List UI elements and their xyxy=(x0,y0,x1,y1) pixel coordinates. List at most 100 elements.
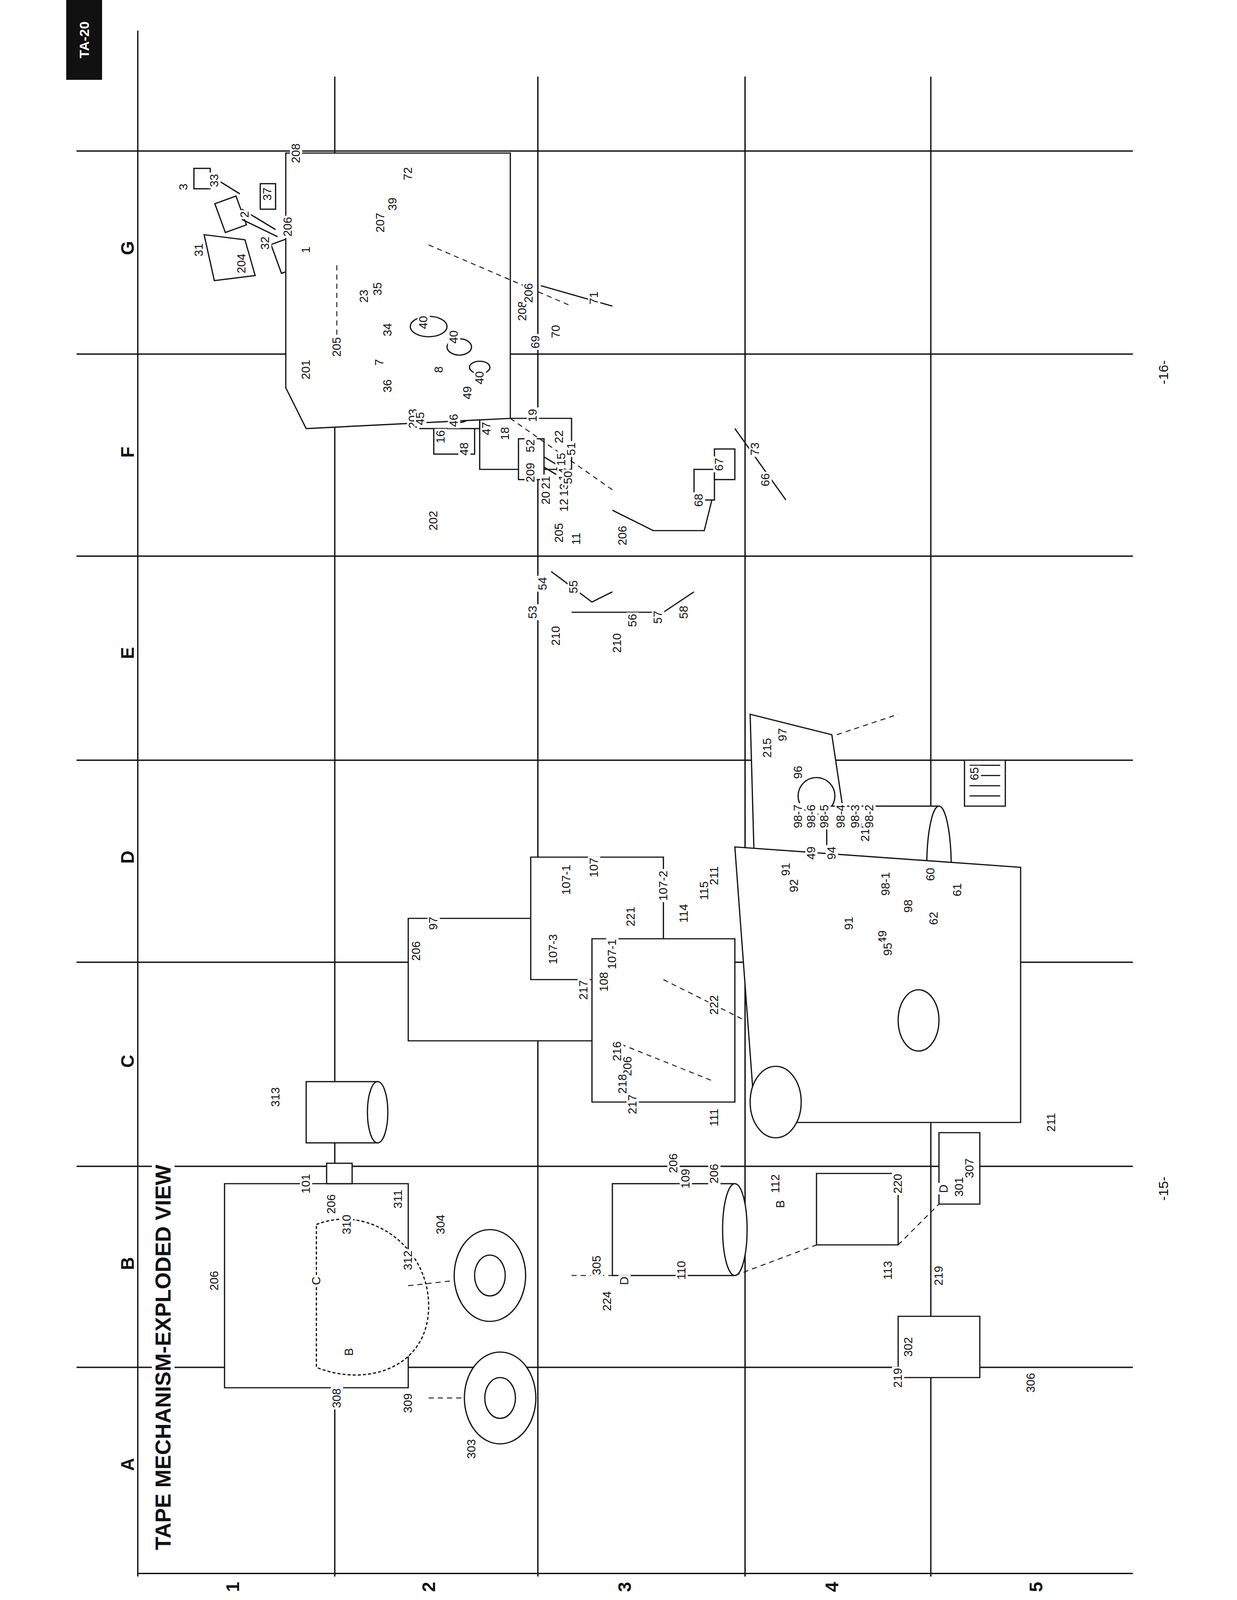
callout-number: 217 xyxy=(626,1093,639,1116)
title: TAPE MECHANISM-EXPLODED VIEW xyxy=(151,1163,175,1552)
callout-number: 8 xyxy=(432,364,445,374)
callout-number: 23 xyxy=(358,288,371,304)
callout-number: 1 xyxy=(299,245,313,255)
callout-number: 309 xyxy=(401,1392,415,1415)
callout-number: 107-3 xyxy=(547,932,560,966)
callout-number: 39 xyxy=(386,196,400,213)
callout-number: 305 xyxy=(591,1254,604,1277)
callout-number: 221 xyxy=(624,905,637,928)
callout-number: 12 xyxy=(558,497,571,514)
grid-reference: 5 xyxy=(1026,1580,1046,1594)
callout-number: 18 xyxy=(498,425,512,442)
callout-number: 11 xyxy=(570,531,583,547)
callout-number: 109 xyxy=(679,1167,692,1190)
callout-number: 20 xyxy=(539,490,553,507)
callout-number: 113 xyxy=(881,1260,895,1282)
callout-number: 54 xyxy=(536,576,549,592)
grid-reference: D xyxy=(117,849,137,866)
callout-number: 19 xyxy=(526,407,539,424)
callout-number: D xyxy=(938,1183,951,1195)
callout-number: 51 xyxy=(565,441,578,458)
callout-number: 202 xyxy=(427,509,441,532)
callout-number: 61 xyxy=(951,882,964,899)
tab-text: TA-20 xyxy=(77,21,92,59)
callout-number: 7 xyxy=(373,357,386,367)
callout-number: 91 xyxy=(779,861,793,878)
callout-number: 46 xyxy=(448,412,461,429)
callout-number: 97 xyxy=(776,727,789,744)
grid-reference: G xyxy=(117,239,137,257)
callout-number: 98-5 xyxy=(818,803,831,830)
callout-number: 98-3 xyxy=(849,803,862,830)
callout-number: 70 xyxy=(550,323,563,340)
callout-number: 114 xyxy=(677,902,690,925)
callout-number: 49 xyxy=(461,385,474,401)
callout-number: 73 xyxy=(748,441,762,458)
callout-number: 98 xyxy=(902,898,915,915)
page-number: -16- xyxy=(1156,359,1171,387)
callout-number: 112 xyxy=(769,1173,782,1195)
callout-number: 210 xyxy=(611,631,624,655)
callout-number: 206 xyxy=(667,1152,680,1175)
callout-number: 45 xyxy=(414,410,427,427)
callout-number: 96 xyxy=(792,764,805,781)
callout-number: 313 xyxy=(269,1085,282,1109)
callout-number: 68 xyxy=(693,492,706,509)
callout-number: B xyxy=(342,1347,356,1358)
callout-number: 311 xyxy=(391,1188,405,1210)
callout-number: 91 xyxy=(842,915,856,932)
callout-number: 220 xyxy=(891,1172,905,1195)
callout-number: 302 xyxy=(902,1335,915,1359)
callout-number: 58 xyxy=(677,604,690,621)
callout-number: 206 xyxy=(522,281,535,304)
callout-number: 60 xyxy=(924,866,937,883)
callout-number: 217 xyxy=(577,978,590,1002)
callout-number: 34 xyxy=(381,321,394,338)
callout-number: 107 xyxy=(587,856,601,879)
callout-number: 206 xyxy=(281,215,294,238)
callout-number: 94 xyxy=(825,845,838,862)
callout-number: 110 xyxy=(675,1260,688,1282)
callout-number: 31 xyxy=(192,242,206,259)
callout-number: 108 xyxy=(597,970,611,993)
callout-number: 57 xyxy=(652,609,665,626)
callout-number: 52 xyxy=(524,438,537,455)
callout-number: 35 xyxy=(371,280,384,297)
callout-number: 207 xyxy=(374,211,387,234)
callout-number: 95 xyxy=(881,941,895,958)
grid-reference: 4 xyxy=(822,1580,842,1594)
callout-number: 56 xyxy=(626,612,639,629)
grid-reference: 2 xyxy=(419,1580,439,1594)
callout-number: 32 xyxy=(259,234,272,251)
callout-number: 310 xyxy=(340,1213,353,1236)
callout-number: 206 xyxy=(325,1192,338,1216)
callout-number: 219 xyxy=(891,1366,905,1389)
callout-number: 303 xyxy=(465,1437,478,1461)
callout-number: 48 xyxy=(458,441,471,458)
callout-number: 3 xyxy=(177,182,190,192)
callout-number: 308 xyxy=(330,1387,343,1410)
callout-number: 21 xyxy=(539,474,553,491)
callout-number: B xyxy=(774,1198,788,1210)
callout-number: 201 xyxy=(299,358,313,381)
callout-number: 97 xyxy=(427,915,441,932)
callout-number: 22 xyxy=(552,429,566,445)
callout-number: 306 xyxy=(1024,1371,1037,1394)
callout-number: 208 xyxy=(289,141,303,165)
callout-number: 206 xyxy=(616,524,629,548)
callout-number: 66 xyxy=(759,471,772,488)
callout-number: 111 xyxy=(708,1107,721,1129)
callout-number: 2 xyxy=(238,209,251,219)
callout-number: C xyxy=(310,1275,323,1287)
callout-number: 107-2 xyxy=(657,869,670,903)
callout-number: 55 xyxy=(567,578,580,595)
callout-number: 40 xyxy=(448,328,461,345)
callout-number: 50 xyxy=(562,469,575,486)
callout-number: 47 xyxy=(480,420,494,437)
callout-number: 37 xyxy=(261,185,274,202)
callout-number: 218 xyxy=(616,1072,629,1096)
callout-number: 36 xyxy=(381,377,394,394)
page-number: -15- xyxy=(1156,1175,1171,1203)
